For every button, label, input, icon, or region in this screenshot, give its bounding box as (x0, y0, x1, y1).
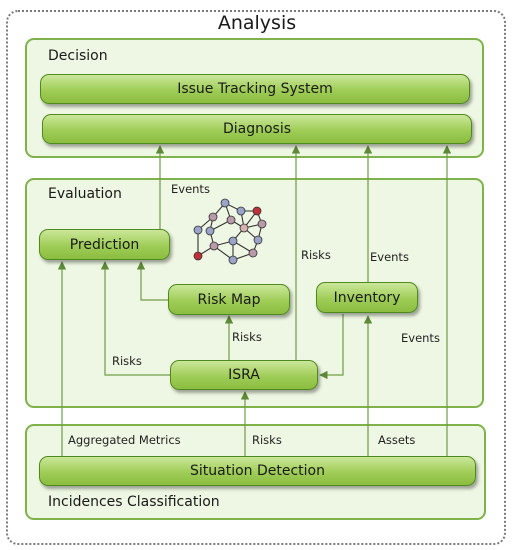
label-events-right: Events (401, 331, 440, 345)
label-risks-right: Risks (301, 248, 331, 262)
prediction-box: Prediction (39, 229, 170, 260)
label-assets: Assets (378, 433, 416, 447)
label-risks-bottom: Risks (252, 433, 282, 447)
edge-risks-left (100, 261, 170, 376)
situation-detection-box: Situation Detection (39, 456, 476, 486)
label-risks-left: Risks (112, 354, 142, 368)
label-events-prediction: Events (171, 182, 210, 196)
label-aggregated-metrics: Aggregated Metrics (68, 433, 181, 447)
evaluation-label: Evaluation (48, 186, 122, 202)
network-graph-nodes (193, 198, 267, 265)
incidences-label: Incidences Classification (48, 494, 220, 510)
diagnosis-box: Diagnosis (42, 114, 472, 144)
issue-tracking-box: Issue Tracking System (40, 74, 470, 104)
label-events-inventory: Events (370, 250, 409, 264)
decision-label: Decision (48, 48, 108, 64)
isra-box: ISRA (170, 360, 318, 390)
label-risks-riskmap: Risks (232, 330, 262, 344)
inventory-box: Inventory (316, 282, 418, 313)
diagram-title: Analysis (0, 12, 514, 34)
risk-map-box: Risk Map (168, 284, 290, 315)
edge-inventory-isra (319, 314, 344, 380)
edge-riskmap-prediction (136, 261, 168, 301)
